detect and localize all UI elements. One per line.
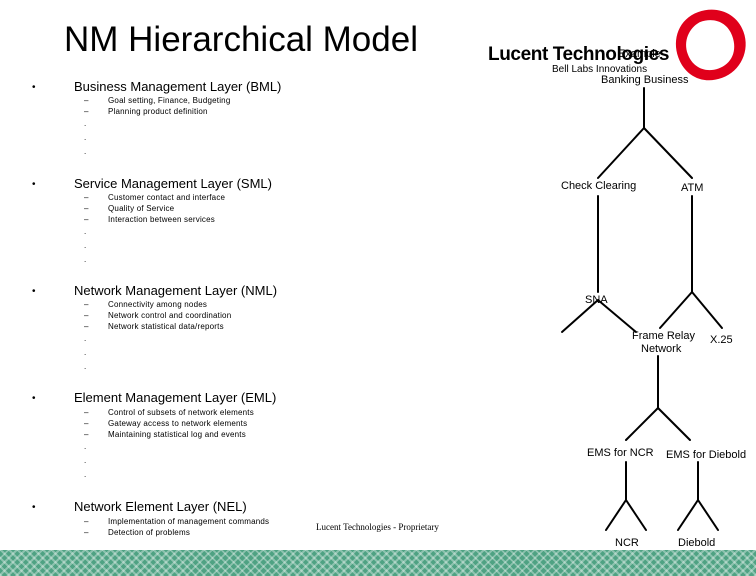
- tree-node-sna: SNA: [585, 294, 608, 306]
- bullet: •: [32, 286, 36, 297]
- footer-proprietary: Lucent Technologies - Proprietary: [316, 522, 439, 532]
- tree-node-frame-relay-network: Network: [641, 343, 682, 355]
- tree-node-atm: ATM: [681, 182, 704, 194]
- footer-pattern-strip: [0, 550, 756, 576]
- dash: –: [84, 96, 89, 105]
- layer-title: Element Management Layer (EML): [74, 390, 277, 405]
- tree-edge: [659, 291, 693, 329]
- ellipsis-dot: .: [84, 241, 87, 250]
- layer-item: Maintaining statistical log and events: [108, 430, 246, 439]
- layer-item: Implementation of management commands: [108, 517, 270, 526]
- tree-edge: [625, 407, 659, 441]
- dash: –: [84, 107, 89, 116]
- bullet: •: [32, 179, 36, 190]
- dash: –: [84, 193, 89, 202]
- layer-item: Customer contact and interface: [108, 193, 226, 202]
- layer-item: Planning product definition: [108, 107, 208, 116]
- ellipsis-dot: .: [84, 255, 87, 264]
- page-title: NM Hierarchical Model: [64, 20, 418, 59]
- example-label: Example: [618, 48, 661, 60]
- ellipsis-dot: .: [84, 334, 87, 343]
- tree-edge: [605, 499, 627, 531]
- dash: –: [84, 419, 89, 428]
- layer-item: Connectivity among nodes: [108, 300, 208, 309]
- logo-tagline: Bell Labs Innovations: [552, 64, 648, 75]
- ellipsis-dot: .: [84, 227, 87, 236]
- bullet: •: [32, 393, 36, 404]
- tree-edge: [597, 299, 637, 333]
- tree-edge: [597, 127, 645, 179]
- layer-title: Service Management Layer (SML): [74, 176, 272, 191]
- tree-node-banking-business: Banking Business: [601, 74, 689, 86]
- ellipsis-dot: .: [84, 470, 87, 479]
- tree-edge: [643, 127, 693, 179]
- ellipsis-dot: .: [84, 362, 87, 371]
- tree-node-ems-diebold: EMS for Diebold: [666, 449, 747, 461]
- layer-item: Control of subsets of network elements: [108, 408, 254, 417]
- ellipsis-dot: .: [84, 442, 87, 451]
- ellipsis-dot: .: [84, 456, 87, 465]
- layer-item: Interaction between services: [108, 215, 215, 224]
- dash: –: [84, 215, 89, 224]
- bullet: •: [32, 502, 36, 513]
- layer-title: Network Management Layer (NML): [74, 283, 278, 298]
- logo-name: Lucent Technologies: [488, 44, 670, 65]
- layer-title: Network Element Layer (NEL): [74, 499, 247, 514]
- tree-edge: [561, 299, 599, 333]
- layer-item: Network control and coordination: [108, 311, 232, 320]
- dash: –: [84, 517, 89, 526]
- tree-edge: [677, 499, 699, 531]
- tree-edge: [697, 499, 719, 531]
- layer-item: Detection of problems: [108, 528, 191, 537]
- layer-title: Business Management Layer (BML): [74, 79, 282, 94]
- dash: –: [84, 408, 89, 417]
- ellipsis-dot: .: [84, 348, 87, 357]
- lucent-ring-icon: [675, 9, 746, 81]
- layer-item: Network statistical data/reports: [108, 322, 224, 331]
- tree-node-ncr: NCR: [615, 537, 639, 549]
- bullet: •: [32, 82, 36, 93]
- layer-item: Gateway access to network elements: [108, 419, 248, 428]
- tree-edge: [625, 499, 647, 531]
- tree-node-x25: X.25: [710, 334, 733, 346]
- tree-node-ems-ncr: EMS for NCR: [587, 447, 654, 459]
- layer-item: Quality of Service: [108, 204, 175, 213]
- layer-item: Goal setting, Finance, Budgeting: [108, 96, 231, 105]
- dash: –: [84, 322, 89, 331]
- tree-edge: [691, 291, 723, 329]
- tree-node-frame-relay: Frame Relay: [632, 330, 695, 342]
- tree-node-check-clearing: Check Clearing: [561, 180, 637, 192]
- tree-node-diebold: Diebold: [678, 537, 716, 549]
- ellipsis-dot: .: [84, 119, 87, 128]
- dash: –: [84, 300, 89, 309]
- ellipsis-dot: .: [84, 133, 87, 142]
- dash: –: [84, 430, 89, 439]
- dash: –: [84, 204, 89, 213]
- dash: –: [84, 311, 89, 320]
- tree-edge: [657, 407, 691, 441]
- ellipsis-dot: .: [84, 147, 87, 156]
- dash: –: [84, 528, 89, 537]
